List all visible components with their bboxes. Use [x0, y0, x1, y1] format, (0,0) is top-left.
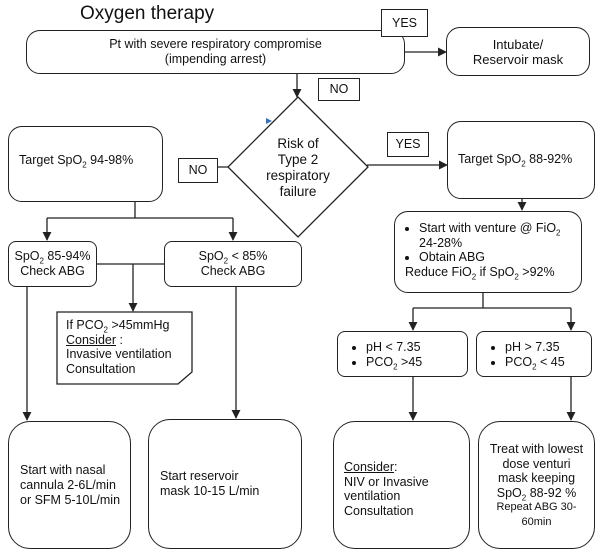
label-no-top: NO — [318, 78, 360, 101]
page-title: Oxygen therapy — [80, 3, 215, 24]
spo2-85-94-line2: Check ABG — [20, 264, 85, 278]
venturi-bullet-2: Obtain ABG — [419, 250, 561, 265]
start-box: Pt with severe respiratory compromise (i… — [26, 30, 405, 74]
reservoir-line2: mask 10-15 L/min — [160, 484, 260, 498]
decision-diamond — [227, 96, 369, 238]
decision-line2: Type 2 — [277, 152, 319, 167]
ph-high-bullet-2: PCO2 < 45 — [505, 355, 565, 371]
treat-line5: Repeat ABG 30- — [496, 501, 577, 513]
niv-box: Consider: NIV or Invasive ventilation Co… — [333, 421, 470, 549]
niv-line4: Consultation — [344, 503, 414, 518]
target-right-box: Target SpO2 88-92% — [447, 121, 595, 199]
label-yes-top: YES — [381, 9, 428, 37]
venturi-reduce: Reduce FiO2 if SpO2 >92% — [405, 264, 555, 281]
pco2-note-line2: Consider : — [66, 332, 123, 347]
niv-line2: NIV or Invasive — [344, 474, 429, 489]
label-yes-right: YES — [387, 132, 429, 157]
pco2-note-text: If PCO2 >45mmHg Consider : Invasive vent… — [66, 318, 172, 376]
decision-line1: Risk of — [277, 136, 319, 151]
treat-line4: SpO2 88-92 % — [496, 485, 577, 502]
start-line1: Pt with severe respiratory compromise — [109, 37, 322, 51]
intubate-line2: Reservoir mask — [472, 52, 564, 67]
target-left-text: Target SpO2 94-98% — [19, 153, 134, 170]
pco2-note-shape — [56, 311, 193, 385]
reservoir-line1: Start reservoir — [160, 469, 239, 483]
nasal-line3: or SFM 5-10L/min — [20, 493, 121, 507]
ph-low-box: pH < 7.35 PCO2 >45 — [337, 331, 468, 377]
treat-line1: Treat with lowest — [489, 442, 584, 456]
niv-line1: Consider: — [344, 460, 398, 474]
spo2-lt85-line1: SpO2 < 85% — [198, 249, 268, 266]
ph-low-bullet-1: pH < 7.35 — [366, 340, 422, 355]
pco2-note-line3: Invasive ventilation — [66, 347, 172, 361]
target-right-text: Target SpO2 88-92% — [458, 152, 573, 169]
pco2-note-line4: Consultation — [66, 361, 136, 376]
nasal-cannula-box: Start with nasal cannula 2-6L/min or SFM… — [8, 421, 131, 549]
ph-high-bullet-1: pH > 7.35 — [505, 340, 565, 355]
treat-box: Treat with lowest dose venturi mask keep… — [478, 421, 595, 549]
pco2-note-line1: If PCO2 >45mmHg — [66, 318, 170, 335]
treat-line6: 60min — [521, 515, 552, 528]
treat-line2: dose venturi — [502, 456, 571, 471]
decision-line4: failure — [279, 184, 317, 199]
nasal-line1: Start with nasal — [20, 463, 106, 477]
reservoir-mask-box: Start reservoir mask 10-15 L/min — [148, 419, 302, 549]
target-left-box: Target SpO2 94-98% — [8, 126, 163, 202]
ph-high-box: pH > 7.35 PCO2 < 45 — [476, 331, 592, 377]
spo2-lt85-line2: Check ABG — [200, 264, 266, 278]
small-triangle-marker — [266, 118, 272, 124]
spo2-85-94-line1: SpO2 85-94% — [14, 249, 91, 266]
label-no-left: NO — [178, 158, 218, 183]
intubate-box: Intubate/ Reservoir mask — [446, 27, 590, 76]
treat-line3: mask keeping — [497, 471, 576, 485]
decision-text: Risk of Type 2 respiratory failure — [248, 136, 348, 200]
spo2-lt85-box: SpO2 < 85% Check ABG — [164, 241, 302, 287]
decision-line3: respiratory — [266, 168, 330, 183]
spo2-85-94-box: SpO2 85-94% Check ABG — [8, 241, 97, 287]
start-line2: (impending arrest) — [164, 52, 267, 66]
ph-low-bullet-2: PCO2 >45 — [366, 355, 422, 371]
nasal-line2: cannula 2-6L/min — [20, 478, 116, 492]
niv-line3: ventilation — [344, 489, 401, 503]
intubate-line1: Intubate/ — [492, 37, 544, 52]
